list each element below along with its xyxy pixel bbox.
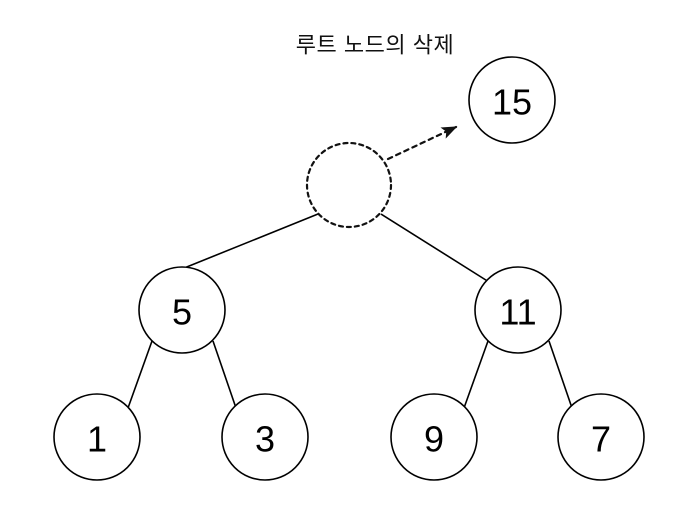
- node-detached-15-label: 15: [492, 82, 532, 123]
- node-right-11-label: 11: [499, 292, 536, 333]
- edge-right-to-right-right: [548, 340, 573, 409]
- root-removal-arrow-line: [386, 125, 458, 161]
- node-leaf-1-label: 1: [87, 419, 107, 460]
- node-leaf-1-circle: [53, 393, 141, 481]
- node-right-11-circle: [474, 266, 562, 354]
- node-leaf-9[interactable]: 9: [390, 393, 478, 481]
- edge-right-to-right-left: [463, 340, 489, 409]
- node-root-empty-circle: [305, 141, 393, 229]
- diagram-title: 루트 노드의 삭제: [296, 33, 454, 58]
- node-leaf-1[interactable]: 1: [53, 393, 141, 481]
- edge-root-to-right: [380, 213, 490, 283]
- root-removal-arrow: [386, 125, 458, 161]
- node-leaf-9-circle: [390, 393, 478, 481]
- node-detached-15-circle: [468, 56, 556, 144]
- node-right-11[interactable]: 11: [474, 266, 562, 354]
- edge-left-to-left-right: [212, 340, 237, 409]
- node-detached-15[interactable]: 15: [468, 56, 556, 144]
- node-leaf-3-circle: [221, 393, 309, 481]
- node-left-5-label: 5: [172, 292, 192, 333]
- node-left-5[interactable]: 5: [138, 266, 226, 354]
- node-leaf-3-label: 3: [255, 419, 275, 460]
- node-leaf-3[interactable]: 3: [221, 393, 309, 481]
- node-leaf-7[interactable]: 7: [557, 393, 645, 481]
- node-leaf-9-label: 9: [424, 419, 444, 460]
- node-leaf-7-circle: [557, 393, 645, 481]
- node-leaf-7-label: 7: [591, 419, 611, 460]
- node-root-empty[interactable]: [305, 141, 393, 229]
- edge-left-to-left-left: [127, 340, 153, 409]
- node-left-5-circle: [138, 266, 226, 354]
